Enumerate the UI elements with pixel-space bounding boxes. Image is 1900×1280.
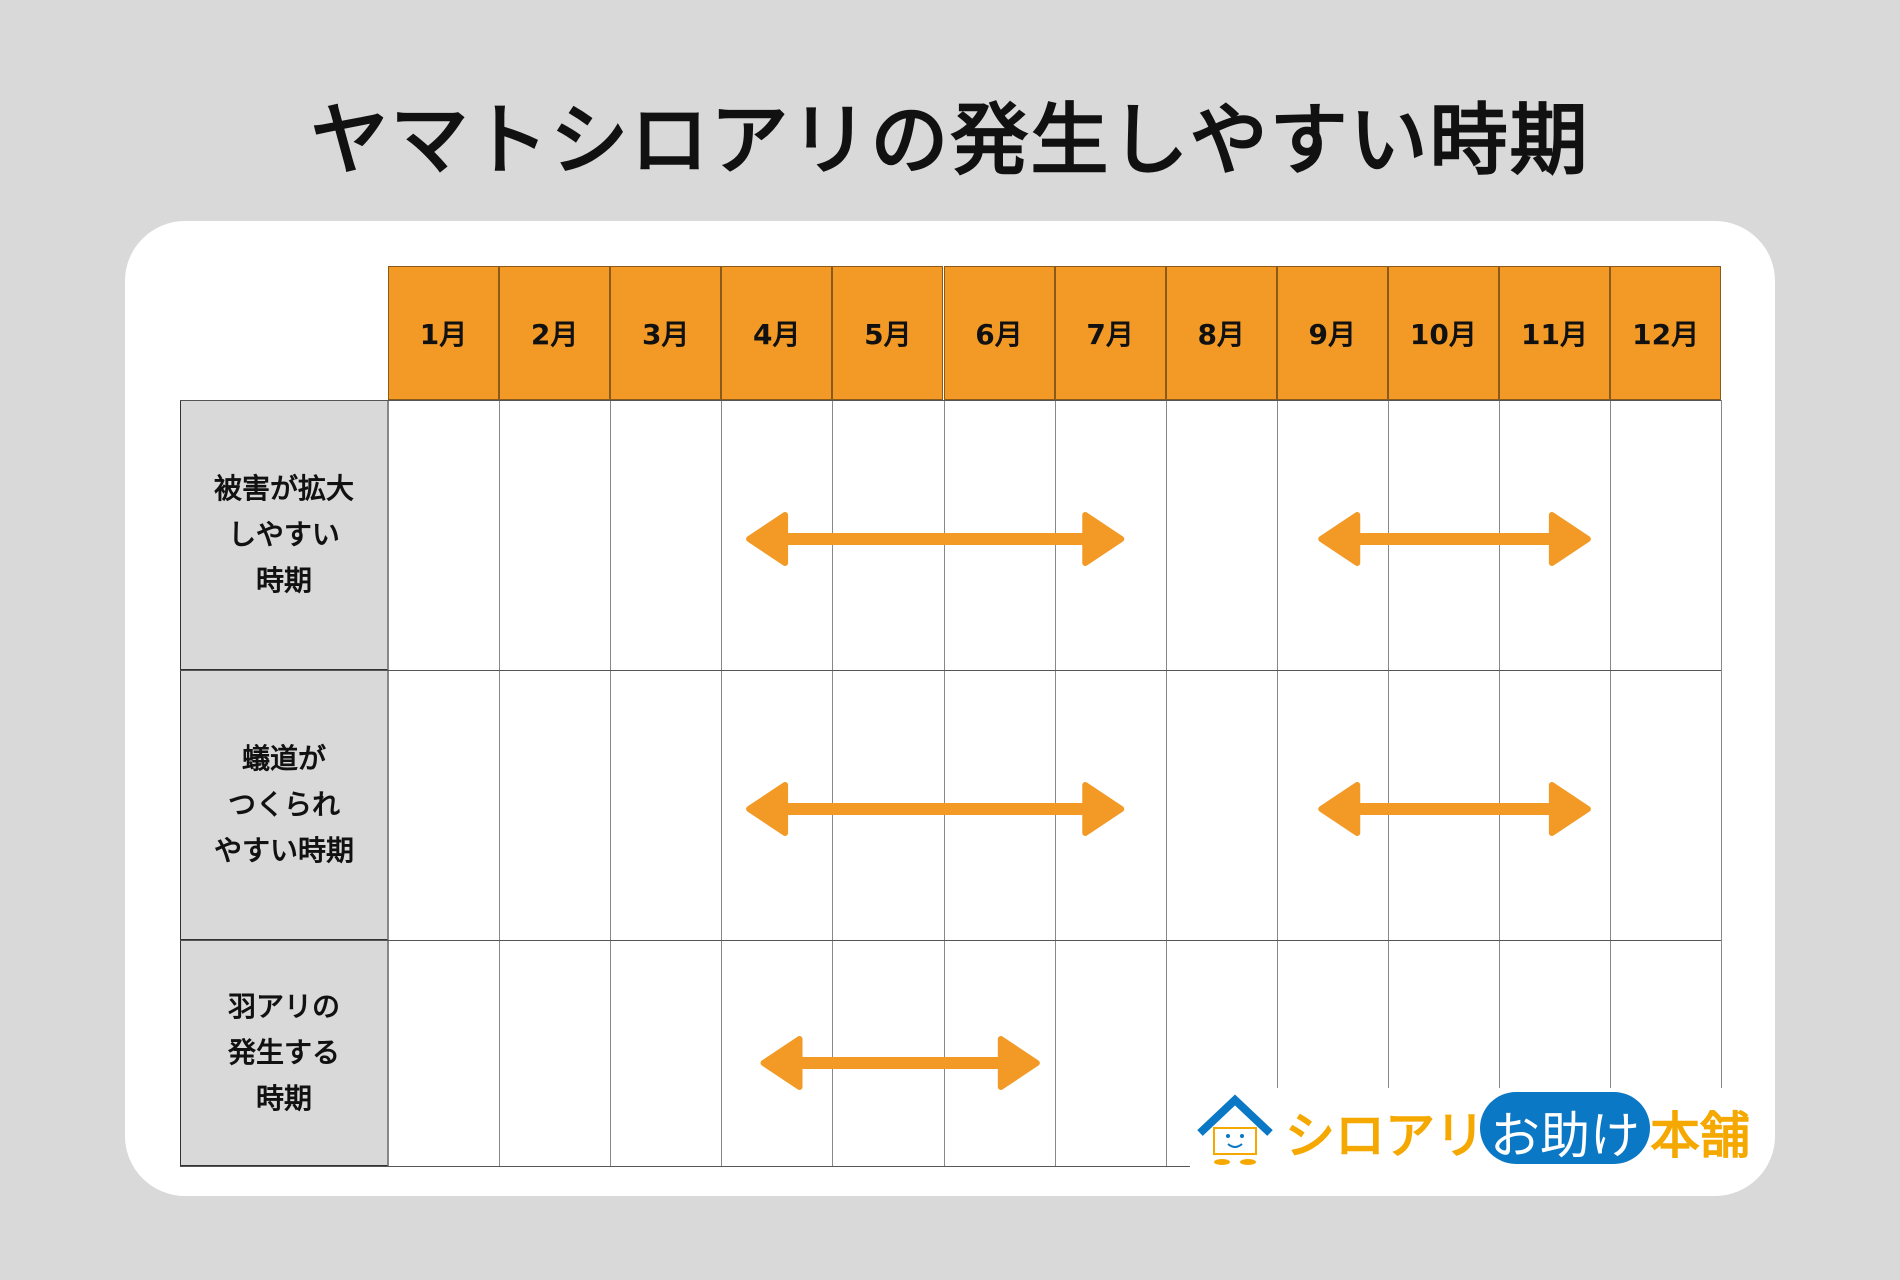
row-label: 被害が拡大 しやすい 時期 bbox=[180, 400, 388, 670]
month-header: 4月 bbox=[721, 266, 833, 400]
grid-column-line bbox=[1276, 400, 1278, 1166]
house-mascot-icon bbox=[1197, 1094, 1273, 1165]
arrow-head bbox=[746, 512, 789, 566]
grid-column-line bbox=[943, 400, 945, 1166]
month-header: 10月 bbox=[1387, 266, 1499, 400]
grid-column-line bbox=[1499, 400, 1500, 1166]
month-header: 2月 bbox=[499, 266, 611, 400]
arrow-head bbox=[746, 782, 789, 836]
month-header: 7月 bbox=[1054, 266, 1166, 400]
month-header: 5月 bbox=[832, 266, 944, 400]
arrow-head bbox=[997, 1036, 1040, 1090]
month-header: 12月 bbox=[1610, 266, 1722, 400]
grid-row-line bbox=[180, 940, 1722, 941]
brand-logo: シロアリ お助け 本舗 bbox=[1190, 1088, 1750, 1170]
arrow-head bbox=[1082, 782, 1125, 836]
month-header: 3月 bbox=[610, 266, 722, 400]
arrow-head bbox=[1548, 512, 1591, 566]
month-header: 8月 bbox=[1165, 266, 1277, 400]
grid-row-line bbox=[180, 1166, 1722, 1167]
arrow-head bbox=[1548, 782, 1591, 836]
logo-text-honpo: 本舗 bbox=[1650, 1107, 1750, 1165]
period-arrow bbox=[760, 1036, 1040, 1090]
grid-column-line bbox=[499, 400, 501, 1166]
period-arrow bbox=[1318, 782, 1591, 836]
page-title: ヤマトシロアリの発生しやすい時期 bbox=[310, 96, 1590, 186]
month-header: 6月 bbox=[943, 266, 1055, 400]
period-arrow bbox=[746, 782, 1125, 836]
grid-column-line bbox=[388, 400, 389, 1166]
month-header: 1月 bbox=[388, 266, 499, 400]
logo-text-otasuke: お助け bbox=[1490, 1107, 1640, 1165]
month-header: 11月 bbox=[1499, 266, 1610, 400]
grid-row-line bbox=[180, 670, 1722, 671]
period-arrow bbox=[746, 512, 1125, 566]
month-header: 9月 bbox=[1276, 266, 1388, 400]
period-arrow bbox=[1318, 512, 1591, 566]
arrow-shaft bbox=[769, 803, 1102, 815]
row-label: 蟻道が つくられ やすい時期 bbox=[180, 670, 388, 940]
row-label: 羽アリの 発生する 時期 bbox=[180, 940, 388, 1166]
grid-column-line bbox=[832, 400, 834, 1166]
grid-column-line bbox=[1721, 400, 1723, 1166]
grid-column-line bbox=[1387, 400, 1389, 1166]
arrow-shaft bbox=[769, 533, 1102, 545]
logo-text-shiroari: シロアリ bbox=[1285, 1107, 1485, 1165]
grid-column-line bbox=[1054, 400, 1056, 1166]
arrow-shaft bbox=[783, 1057, 1017, 1069]
arrow-head bbox=[760, 1036, 803, 1090]
grid-column-line bbox=[721, 400, 723, 1166]
grid-column-line bbox=[1610, 400, 1612, 1166]
arrow-head bbox=[1318, 782, 1361, 836]
arrow-shaft bbox=[1341, 803, 1568, 815]
arrow-head bbox=[1318, 512, 1361, 566]
grid-column-line bbox=[1165, 400, 1167, 1166]
grid-row-line bbox=[180, 400, 1722, 401]
grid-column-line bbox=[610, 400, 612, 1166]
arrow-head bbox=[1082, 512, 1125, 566]
arrow-shaft bbox=[1341, 533, 1568, 545]
